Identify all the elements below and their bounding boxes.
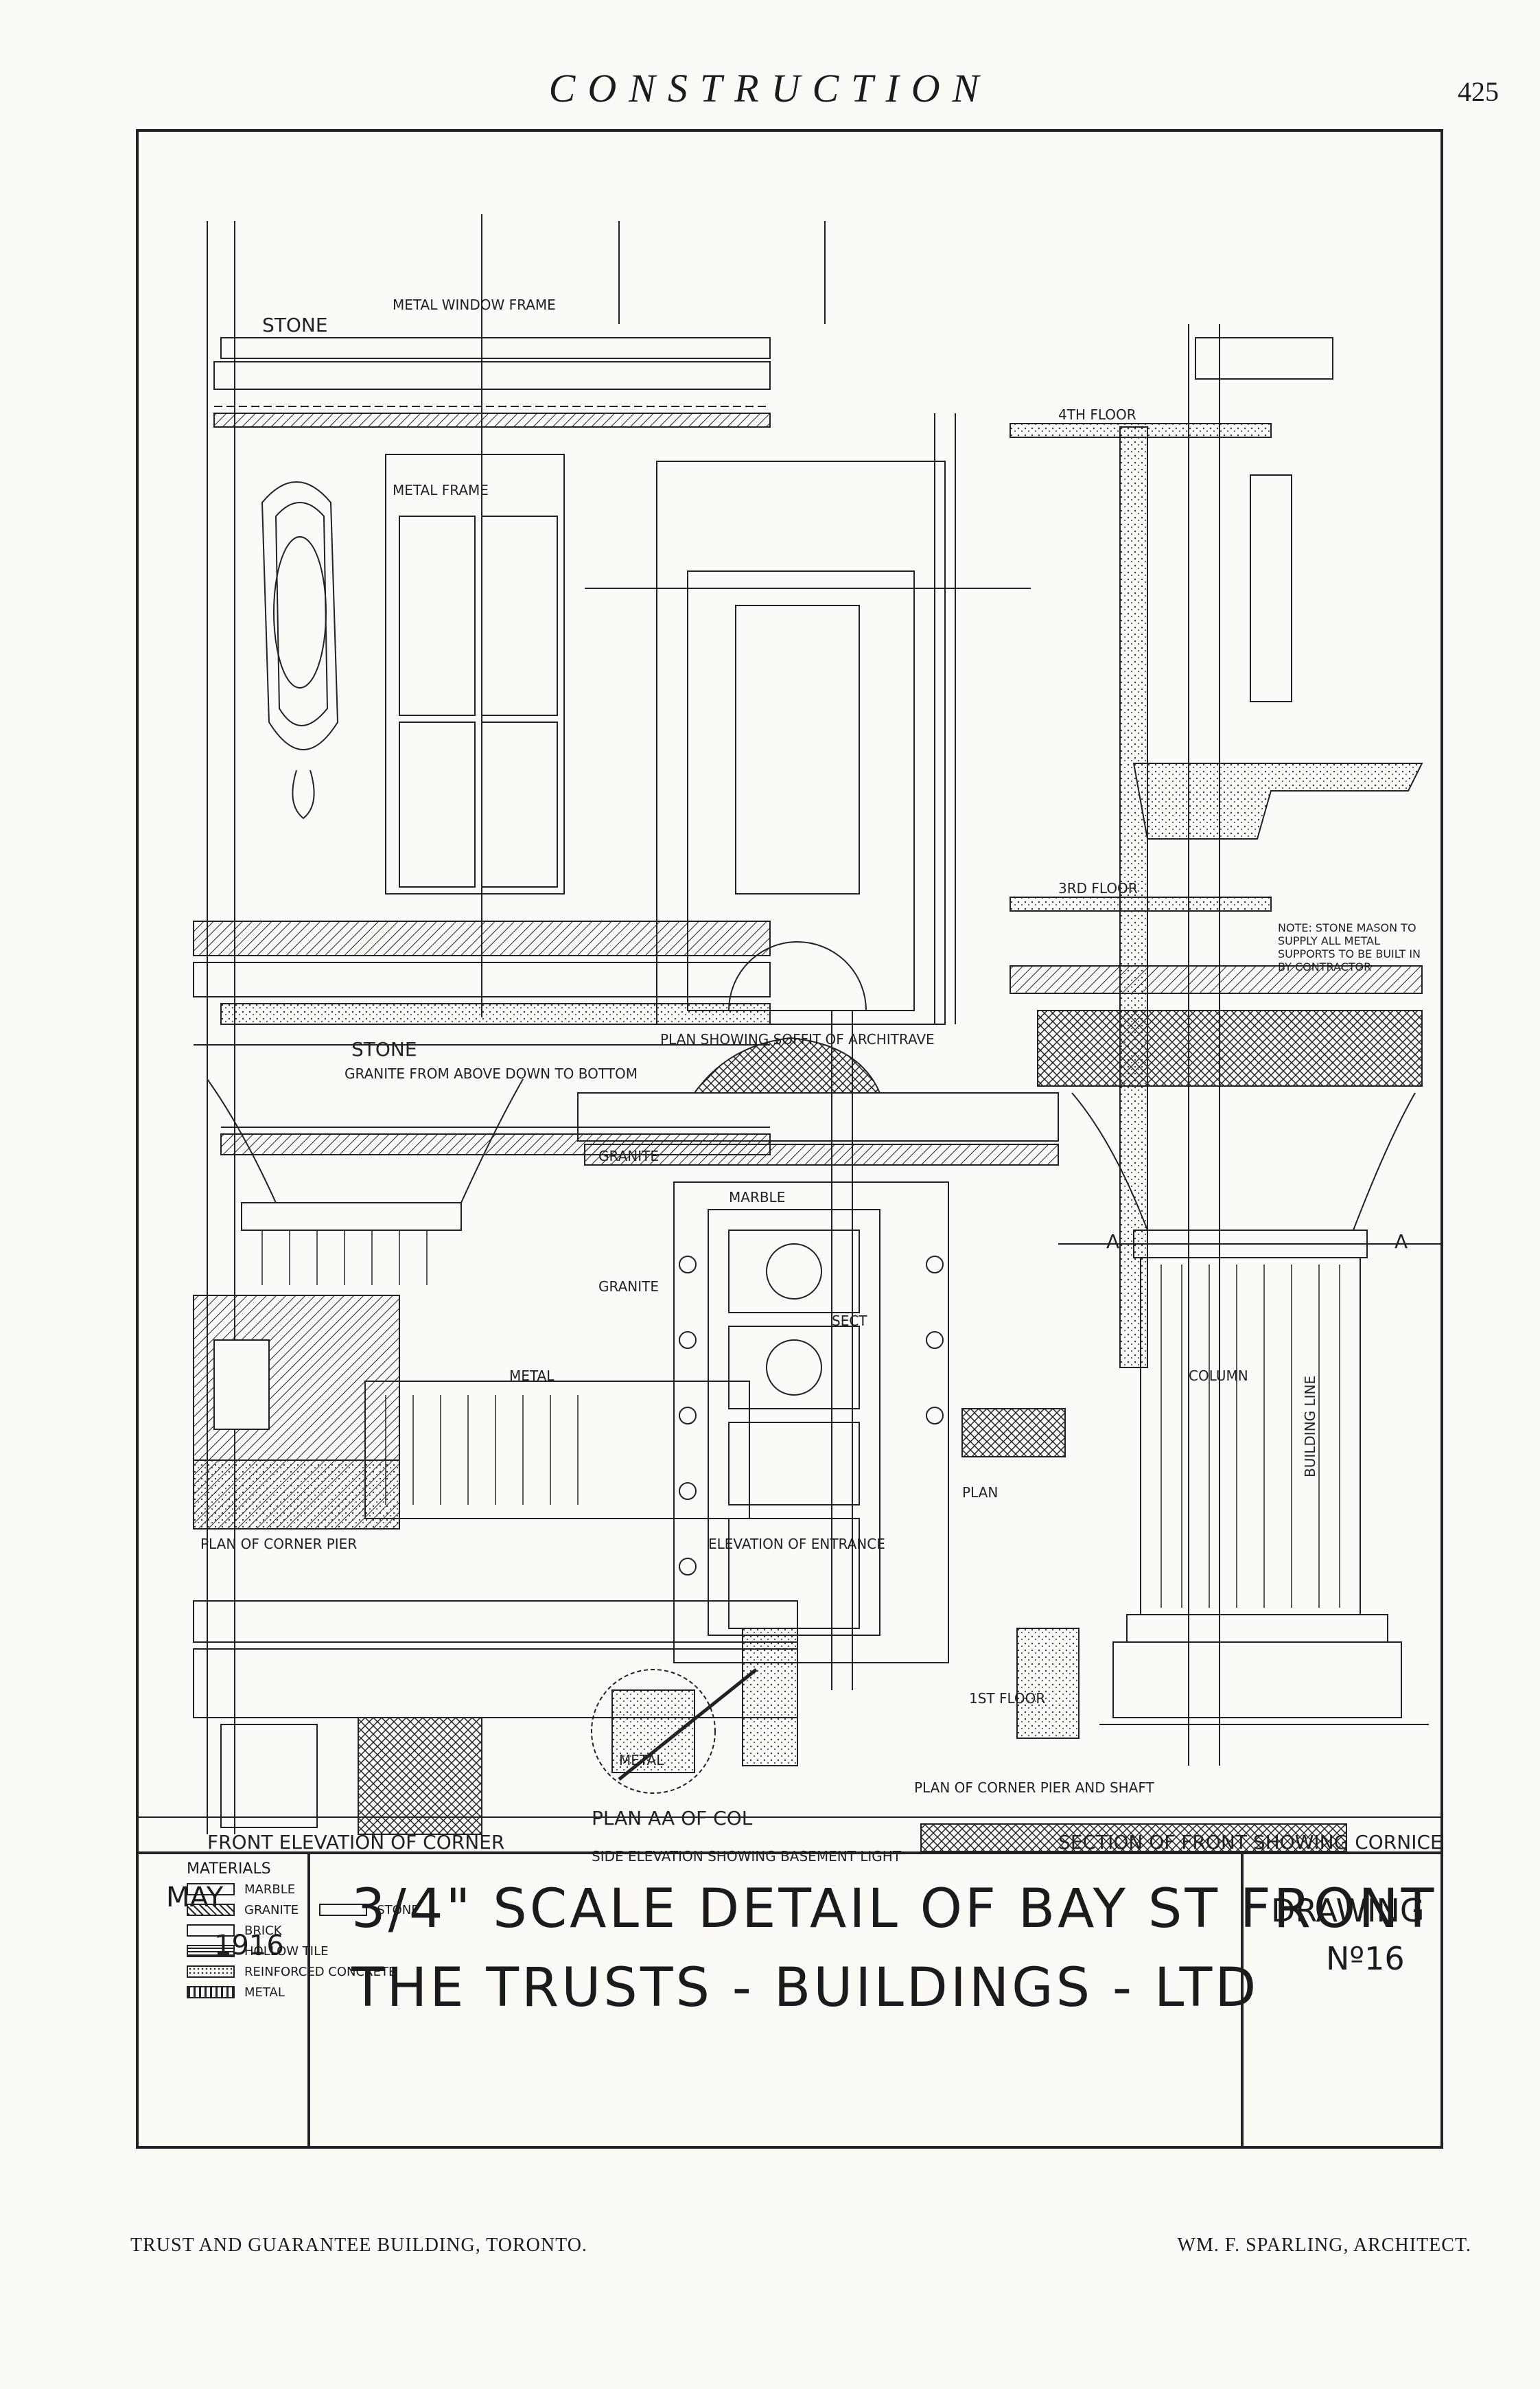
legend-label: GRANITE [244, 1902, 299, 1917]
label-granite-1: GRANITE [598, 1148, 659, 1164]
drawing-number: Nº16 [1326, 1940, 1405, 1977]
label-building-line: BUILDING LINE [1302, 1375, 1318, 1477]
drawing-title-line1: 3/4" SCALE DETAIL OF BAY ST FRONT [351, 1878, 1437, 1940]
legend-item: REINFORCED CONCRETE [187, 1961, 419, 1982]
label-plan-aa-col: PLAN AA OF COL [592, 1807, 753, 1830]
label-granite-2: GRANITE [598, 1278, 659, 1295]
legend-label: HOLLOW TILE [244, 1943, 329, 1959]
label-granite-from-above: GRANITE FROM ABOVE DOWN TO BOTTOM [345, 1065, 638, 1082]
label-front-elevation-corner: FRONT ELEVATION OF CORNER [207, 1831, 505, 1854]
date-month: MAY [166, 1882, 224, 1913]
label-elevation-entrance: ELEVATION OF ENTRANCE [708, 1536, 885, 1552]
legend-item: BRICK [187, 1920, 419, 1941]
legend-swatch [187, 1924, 235, 1937]
legend-label: MARBLE [244, 1882, 296, 1897]
drawing-title-line2: THE TRUSTS - BUILDINGS - LTD [351, 1957, 1259, 2019]
drawing-sheet: STONE METAL WINDOW FRAME METAL FRAME PLA… [136, 129, 1443, 2149]
label-metal-frame: METAL FRAME [393, 482, 489, 498]
title-block-date: MAY 1916 [139, 1854, 310, 2146]
title-block: MAY 1916 3/4" SCALE DETAIL OF BAY ST FRO… [139, 1851, 1440, 2146]
legend-item: MARBLE [187, 1879, 419, 1900]
legend-item: HOLLOW TILE [187, 1941, 419, 1961]
label-marble: MARBLE [729, 1189, 786, 1205]
legend-label: METAL [244, 1985, 285, 2000]
footer-caption-building: TRUST AND GUARANTEE BUILDING, TORONTO. [130, 2235, 587, 2256]
label-plan-corner-pier-shaft: PLAN OF CORNER PIER AND SHAFT [914, 1779, 1154, 1796]
legend-label: BRICK [244, 1923, 282, 1938]
legend-swatch [187, 1986, 235, 1998]
legend-swatch [187, 1945, 235, 1957]
label-sect: SECT [832, 1313, 867, 1329]
label-stone-top: STONE [262, 314, 328, 336]
legend-swatch [319, 1904, 368, 1916]
label-floor-1: 1ST FLOOR [969, 1690, 1046, 1707]
label-metal-window-frame: METAL WINDOW FRAME [393, 297, 556, 313]
label-floor-3: 3RD FLOOR [1058, 880, 1138, 897]
footer-caption-architect: WM. F. SPARLING, ARCHITECT. [1177, 2235, 1471, 2256]
legend-swatch [187, 1965, 235, 1978]
label-column: COLUMN [1189, 1367, 1248, 1384]
label-stone-mid: STONE [351, 1038, 417, 1061]
legend-label: STONE [377, 1902, 419, 1917]
marker-a-left: A [1106, 1230, 1120, 1253]
page-number: 425 [1458, 76, 1499, 107]
page-title: CONSTRUCTION [548, 66, 992, 111]
drawing-label: DRAWING [1271, 1892, 1425, 1929]
label-metal-grille: METAL [509, 1367, 555, 1384]
legend-item: GRANITE STONE [187, 1900, 419, 1920]
label-floor-4: 4TH FLOOR [1058, 406, 1136, 423]
marker-a-right: A [1395, 1230, 1408, 1253]
title-block-number: DRAWING Nº16 [1244, 1854, 1440, 2146]
architectural-drawing: STONE METAL WINDOW FRAME METAL FRAME PLA… [139, 132, 1443, 2000]
drawing-linework [139, 214, 1443, 1852]
label-section-front: SECTION OF FRONT SHOWING CORNICE [1058, 1831, 1443, 1854]
title-block-main: 3/4" SCALE DETAIL OF BAY ST FRONT THE TR… [310, 1854, 1434, 2146]
legend-swatch [187, 1904, 235, 1916]
legend-swatch [187, 1883, 235, 1895]
legend-item: METAL [187, 1982, 419, 2003]
date-year: 1916 [214, 1930, 284, 1961]
legend-label: REINFORCED CONCRETE [244, 1964, 397, 1979]
label-side-elevation: SIDE ELEVATION SHOWING BASEMENT LIGHT [592, 1848, 902, 1865]
materials-legend: MATERIALS MARBLE GRANITE STONE BRICK HOLLOW … [187, 1858, 419, 2003]
label-plan-soffit: PLAN SHOWING SOFFIT OF ARCHITRAVE [660, 1031, 935, 1048]
label-metal-lower: METAL [619, 1752, 664, 1768]
note-stone-mason: NOTE: STONE MASON TO SUPPLY ALL METAL SU… [1278, 921, 1421, 973]
label-plan: PLAN [962, 1484, 999, 1501]
legend-title: MATERIALS [187, 1860, 271, 1878]
label-plan-corner-pier: PLAN OF CORNER PIER [200, 1536, 358, 1552]
